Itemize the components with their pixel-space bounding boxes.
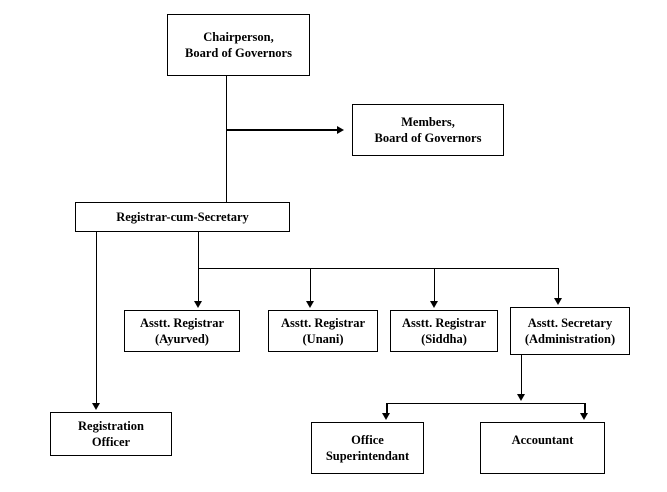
arrowhead-unani	[305, 301, 314, 308]
arrowhead-siddha	[429, 301, 438, 308]
arrowhead-registration-officer	[91, 403, 100, 410]
node-members[interactable]: Members, Board of Governors	[352, 104, 504, 156]
connector-chairperson-trunk	[225, 76, 227, 204]
node-accountant[interactable]: Accountant	[480, 422, 605, 474]
connector-registrar-bus	[197, 267, 559, 269]
connector-bus-to-secretary	[557, 267, 559, 301]
node-registrar-cum-secretary[interactable]: Registrar-cum-Secretary	[75, 202, 290, 232]
arrowhead-ayurved	[193, 301, 202, 308]
node-chairperson-label: Chairperson, Board of Governors	[185, 30, 292, 60]
arrowhead-office-superintendant	[382, 413, 390, 420]
node-registration-officer[interactable]: Registration Officer	[50, 412, 172, 456]
connector-bus-to-office-superintendant	[386, 402, 388, 416]
node-registration-officer-label: Registration Officer	[78, 419, 144, 449]
node-office-superintendant-label: Office Superintendant	[325, 433, 410, 463]
node-asstt-registrar-siddha-label: Asstt. Registrar (Siddha)	[401, 316, 486, 346]
node-asstt-registrar-unani-label: Asstt. Registrar (Unani)	[280, 316, 365, 346]
connector-secretary-bus	[386, 402, 586, 404]
arrowhead-secretary-bus	[516, 394, 525, 401]
node-asstt-registrar-ayurved-label: Asstt. Registrar (Ayurved)	[139, 316, 224, 346]
arrowhead-accountant	[580, 413, 588, 420]
node-chairperson[interactable]: Chairperson, Board of Governors	[167, 14, 310, 76]
connector-bus-to-accountant	[584, 402, 586, 416]
connector-registrar-bus-drop	[197, 232, 199, 269]
node-asstt-registrar-siddha[interactable]: Asstt. Registrar (Siddha)	[390, 310, 498, 352]
connector-bus-to-ayurved	[197, 267, 199, 304]
node-asstt-secretary-administration[interactable]: Asstt. Secretary (Administration)	[510, 307, 630, 355]
node-members-label: Members, Board of Governors	[374, 115, 482, 145]
connector-secretary-drop	[520, 355, 522, 395]
arrowhead-secretary	[553, 298, 562, 305]
node-registrar-cum-secretary-label: Registrar-cum-Secretary	[116, 210, 249, 224]
node-asstt-registrar-ayurved[interactable]: Asstt. Registrar (Ayurved)	[124, 310, 240, 352]
connector-registrar-to-registration-officer	[95, 232, 97, 405]
node-asstt-secretary-administration-label: Asstt. Secretary (Administration)	[524, 316, 616, 346]
connector-bus-to-unani	[309, 267, 311, 304]
node-office-superintendant[interactable]: Office Superintendant	[311, 422, 424, 474]
node-asstt-registrar-unani[interactable]: Asstt. Registrar (Unani)	[268, 310, 378, 352]
arrowhead-members	[337, 125, 344, 134]
connector-chairperson-to-members	[225, 129, 338, 131]
connector-bus-to-siddha	[433, 267, 435, 304]
node-accountant-label: Accountant	[511, 433, 574, 447]
